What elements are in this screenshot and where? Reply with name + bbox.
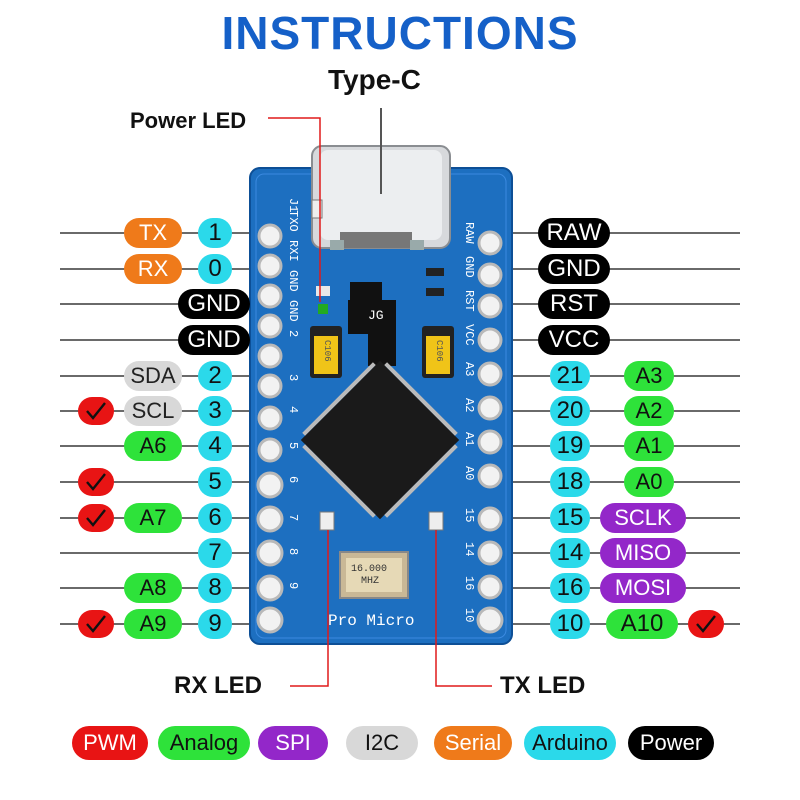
right-silk-label: 15 — [462, 508, 476, 523]
crystal-freq: 16.000 — [351, 564, 388, 575]
pin-label-analog: A2 — [624, 396, 674, 426]
pin-number: 18 — [550, 467, 590, 497]
capacitor-right — [426, 336, 450, 374]
left-silk-label: 5 — [286, 442, 300, 450]
left-silk-label: 6 — [286, 476, 300, 484]
right-silk-label: A2 — [462, 398, 476, 413]
pwm-check-icon — [78, 397, 114, 425]
left-silk-label: 4 — [286, 406, 300, 414]
tx-led-callout: TX LED — [500, 672, 586, 699]
left-silk-label: 3 — [286, 374, 300, 382]
crystal-unit: MHZ — [361, 576, 380, 587]
right-silk-label: 10 — [462, 608, 476, 623]
pin-number: 0 — [198, 254, 232, 284]
mcu-chip — [300, 360, 460, 520]
pin-number: 5 — [198, 467, 232, 497]
pin-number: 14 — [550, 538, 590, 568]
rx-led-callout: RX LED — [174, 672, 263, 699]
power-led-pointer — [268, 117, 321, 302]
cap-label-right: C106 — [434, 340, 444, 362]
left-silk-label: 8 — [286, 548, 300, 556]
pin-label-power: RST — [538, 289, 610, 319]
right-silk-label: GND — [462, 256, 476, 278]
right-silk-label: 14 — [462, 542, 476, 557]
pin-label-analog: A7 — [124, 503, 182, 533]
rx-led-pointer — [290, 530, 329, 687]
right-silk-label: RAW — [462, 222, 476, 244]
pin-label-power: GND — [178, 325, 250, 355]
left-silk-label: RXI — [286, 240, 300, 262]
right-silk-label: RST — [462, 290, 476, 312]
pin-label-power: GND — [178, 289, 250, 319]
legend-spi: SPI — [258, 726, 328, 760]
pin-label-power: VCC — [538, 325, 610, 355]
ic-label: JG — [368, 308, 384, 323]
right-silk-label: 16 — [462, 576, 476, 591]
legend-i2c: I2C — [346, 726, 418, 760]
pin-number: 2 — [198, 361, 232, 391]
cap-label-left: C106 — [322, 340, 332, 362]
pin-label-i2c: SCL — [124, 396, 182, 426]
board-name: Pro Micro — [328, 612, 415, 630]
pin-number: 20 — [550, 396, 590, 426]
right-silk-label: A3 — [462, 362, 476, 377]
right-silk-label: A1 — [462, 432, 476, 447]
pin-label-analog: A3 — [624, 361, 674, 391]
pin-label-analog: A9 — [124, 609, 182, 639]
left-silk-label: GND — [286, 270, 300, 292]
pin-label-i2c: SDA — [124, 361, 182, 391]
capacitor-left — [314, 336, 338, 374]
pin-number: 15 — [550, 503, 590, 533]
pin-label-power: RAW — [538, 218, 610, 248]
left-silk-label: 2 — [286, 330, 300, 338]
pin-label-analog: A10 — [606, 609, 678, 639]
legend-power: Power — [628, 726, 714, 760]
pin-label-serial: TX — [124, 218, 182, 248]
pwm-check-icon — [688, 610, 724, 638]
pin-number: 21 — [550, 361, 590, 391]
right-pin-pads — [476, 230, 504, 634]
left-pin-pads — [256, 223, 284, 602]
pin-number: 10 — [550, 609, 590, 639]
pin-number: 3 — [198, 396, 232, 426]
pin-label-analog: A0 — [624, 467, 674, 497]
right-silk-label: VCC — [462, 324, 476, 346]
legend-serial: Serial — [434, 726, 512, 760]
pin-label-spi: MISO — [600, 538, 686, 568]
pin-number: 9 — [198, 609, 232, 639]
page-title: INSTRUCTIONS — [221, 7, 579, 59]
pin-label-analog: A6 — [124, 431, 182, 461]
pin-label-power: GND — [538, 254, 610, 284]
pin-label-serial: RX — [124, 254, 182, 284]
pwm-check-icon — [78, 610, 114, 638]
power-led-callout: Power LED — [130, 108, 247, 133]
pwm-check-icon — [78, 504, 114, 532]
pin-number: 7 — [198, 538, 232, 568]
pin-label-spi: MOSI — [600, 573, 686, 603]
left-silk-label: 9 — [286, 582, 300, 590]
pwm-check-icon — [78, 468, 114, 496]
left-silk-label: GND — [286, 300, 300, 322]
pin-number: 6 — [198, 503, 232, 533]
pin-number: 19 — [550, 431, 590, 461]
pin-number: 4 — [198, 431, 232, 461]
right-silk-label: A0 — [462, 466, 476, 481]
pin-label-spi: SCLK — [600, 503, 686, 533]
left-silk-label: TXO — [286, 210, 300, 232]
pin-number: 1 — [198, 218, 232, 248]
legend-analog: Analog — [158, 726, 250, 760]
legend-pwm: PWM — [72, 726, 148, 760]
pin-label-analog: A1 — [624, 431, 674, 461]
pin-label-analog: A8 — [124, 573, 182, 603]
left-silk-label: 7 — [286, 514, 300, 522]
type-c-callout: Type-C — [328, 64, 421, 95]
legend-arduino: Arduino — [524, 726, 616, 760]
pin-number: 8 — [198, 573, 232, 603]
tx-led-pointer — [435, 530, 492, 687]
pin-number: 16 — [550, 573, 590, 603]
